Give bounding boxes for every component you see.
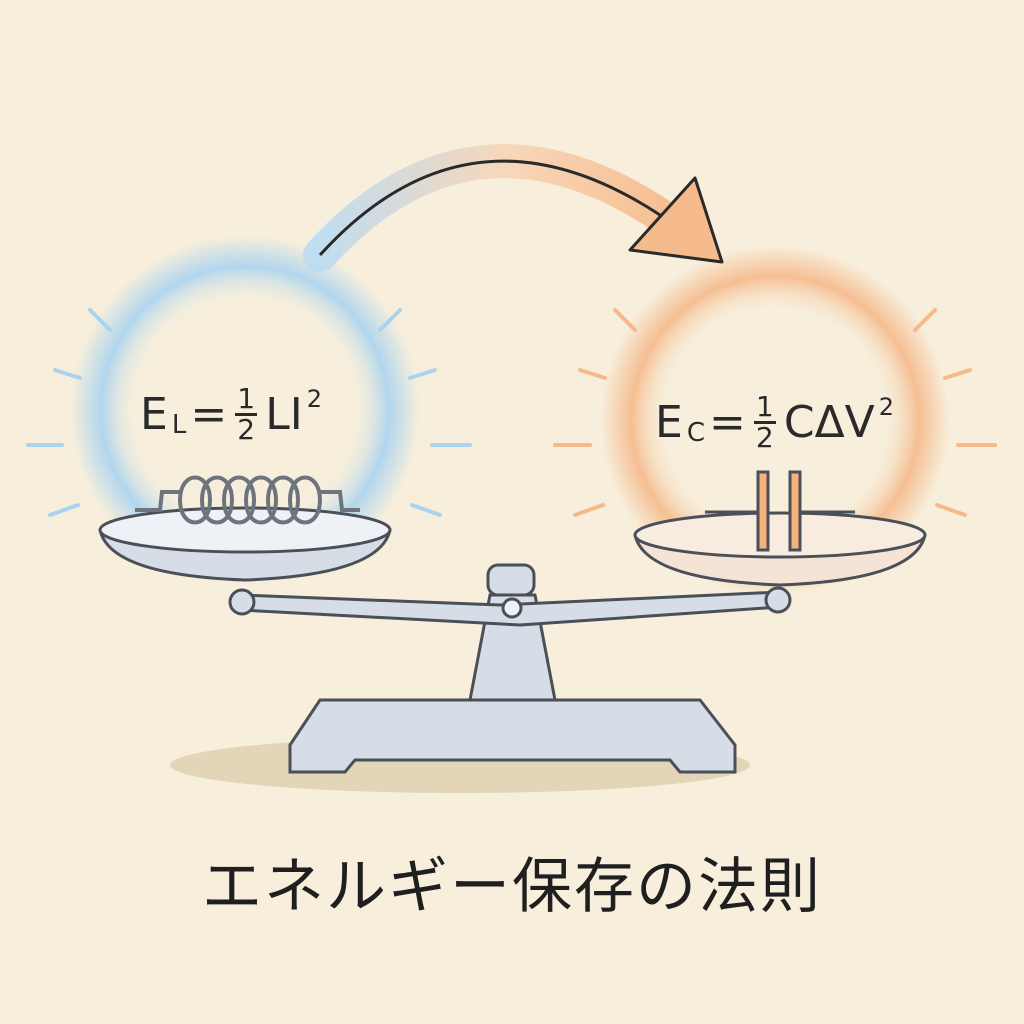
capacitor-energy-formula: E C = 1 2 CΔV 2 <box>655 393 894 452</box>
diagram-title: エネルギー保存の法則 <box>202 852 822 922</box>
formula-terms: LI <box>265 389 303 440</box>
fraction-denominator: 2 <box>237 413 256 446</box>
formula-equals: = <box>190 389 228 440</box>
fraction: 1 2 <box>753 390 776 454</box>
formula-symbol: E <box>655 397 683 448</box>
fraction-numerator: 1 <box>237 382 256 415</box>
inductor-coil-icon <box>135 475 360 525</box>
formula-terms: CΔV <box>783 397 875 448</box>
formula-power: 2 <box>878 393 895 421</box>
transfer-arrow-icon <box>303 144 724 272</box>
right-pan <box>633 511 927 587</box>
formula-symbol: E <box>140 389 168 440</box>
blue-glow <box>26 235 472 585</box>
capacitor-icon <box>705 470 855 552</box>
scale-base <box>228 563 792 774</box>
formula-equals: = <box>708 397 746 448</box>
fraction-denominator: 2 <box>755 421 774 454</box>
formula-power: 2 <box>306 385 322 413</box>
fraction: 1 2 <box>235 382 258 446</box>
formula-subscript: L <box>171 410 187 440</box>
fraction-numerator: 1 <box>755 390 774 423</box>
orange-glow <box>553 245 997 595</box>
left-pan <box>98 506 392 582</box>
inductor-energy-formula: E L = 1 2 LI 2 <box>140 385 322 444</box>
formula-subscript: C <box>686 418 705 448</box>
